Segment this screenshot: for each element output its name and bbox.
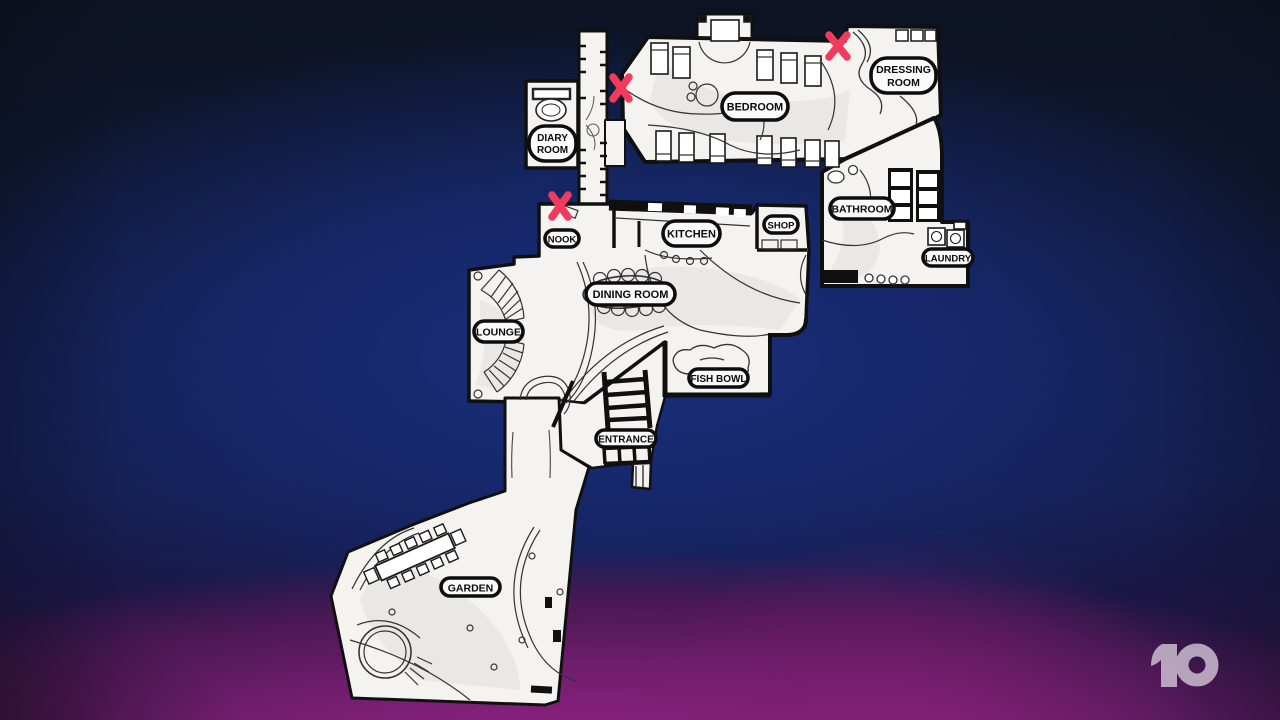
svg-text:DINING ROOM: DINING ROOM bbox=[593, 289, 669, 301]
svg-text:KITCHEN: KITCHEN bbox=[667, 229, 716, 241]
svg-text:NOOK: NOOK bbox=[548, 235, 577, 246]
svg-text:LOUNGE: LOUNGE bbox=[476, 327, 521, 339]
svg-text:ROOM: ROOM bbox=[887, 77, 920, 89]
svg-text:FISH BOWL: FISH BOWL bbox=[690, 374, 746, 385]
svg-text:GARDEN: GARDEN bbox=[448, 583, 494, 595]
svg-text:DRESSING: DRESSING bbox=[876, 64, 931, 76]
svg-text:SHOP: SHOP bbox=[768, 221, 796, 232]
svg-text:LAUNDRY: LAUNDRY bbox=[925, 254, 972, 265]
svg-text:BEDROOM: BEDROOM bbox=[727, 102, 783, 114]
svg-text:DIARY: DIARY bbox=[537, 133, 568, 144]
svg-text:BATHROOM: BATHROOM bbox=[831, 204, 892, 216]
svg-text:ROOM: ROOM bbox=[537, 145, 568, 156]
svg-text:ENTRANCE: ENTRANCE bbox=[598, 435, 654, 446]
